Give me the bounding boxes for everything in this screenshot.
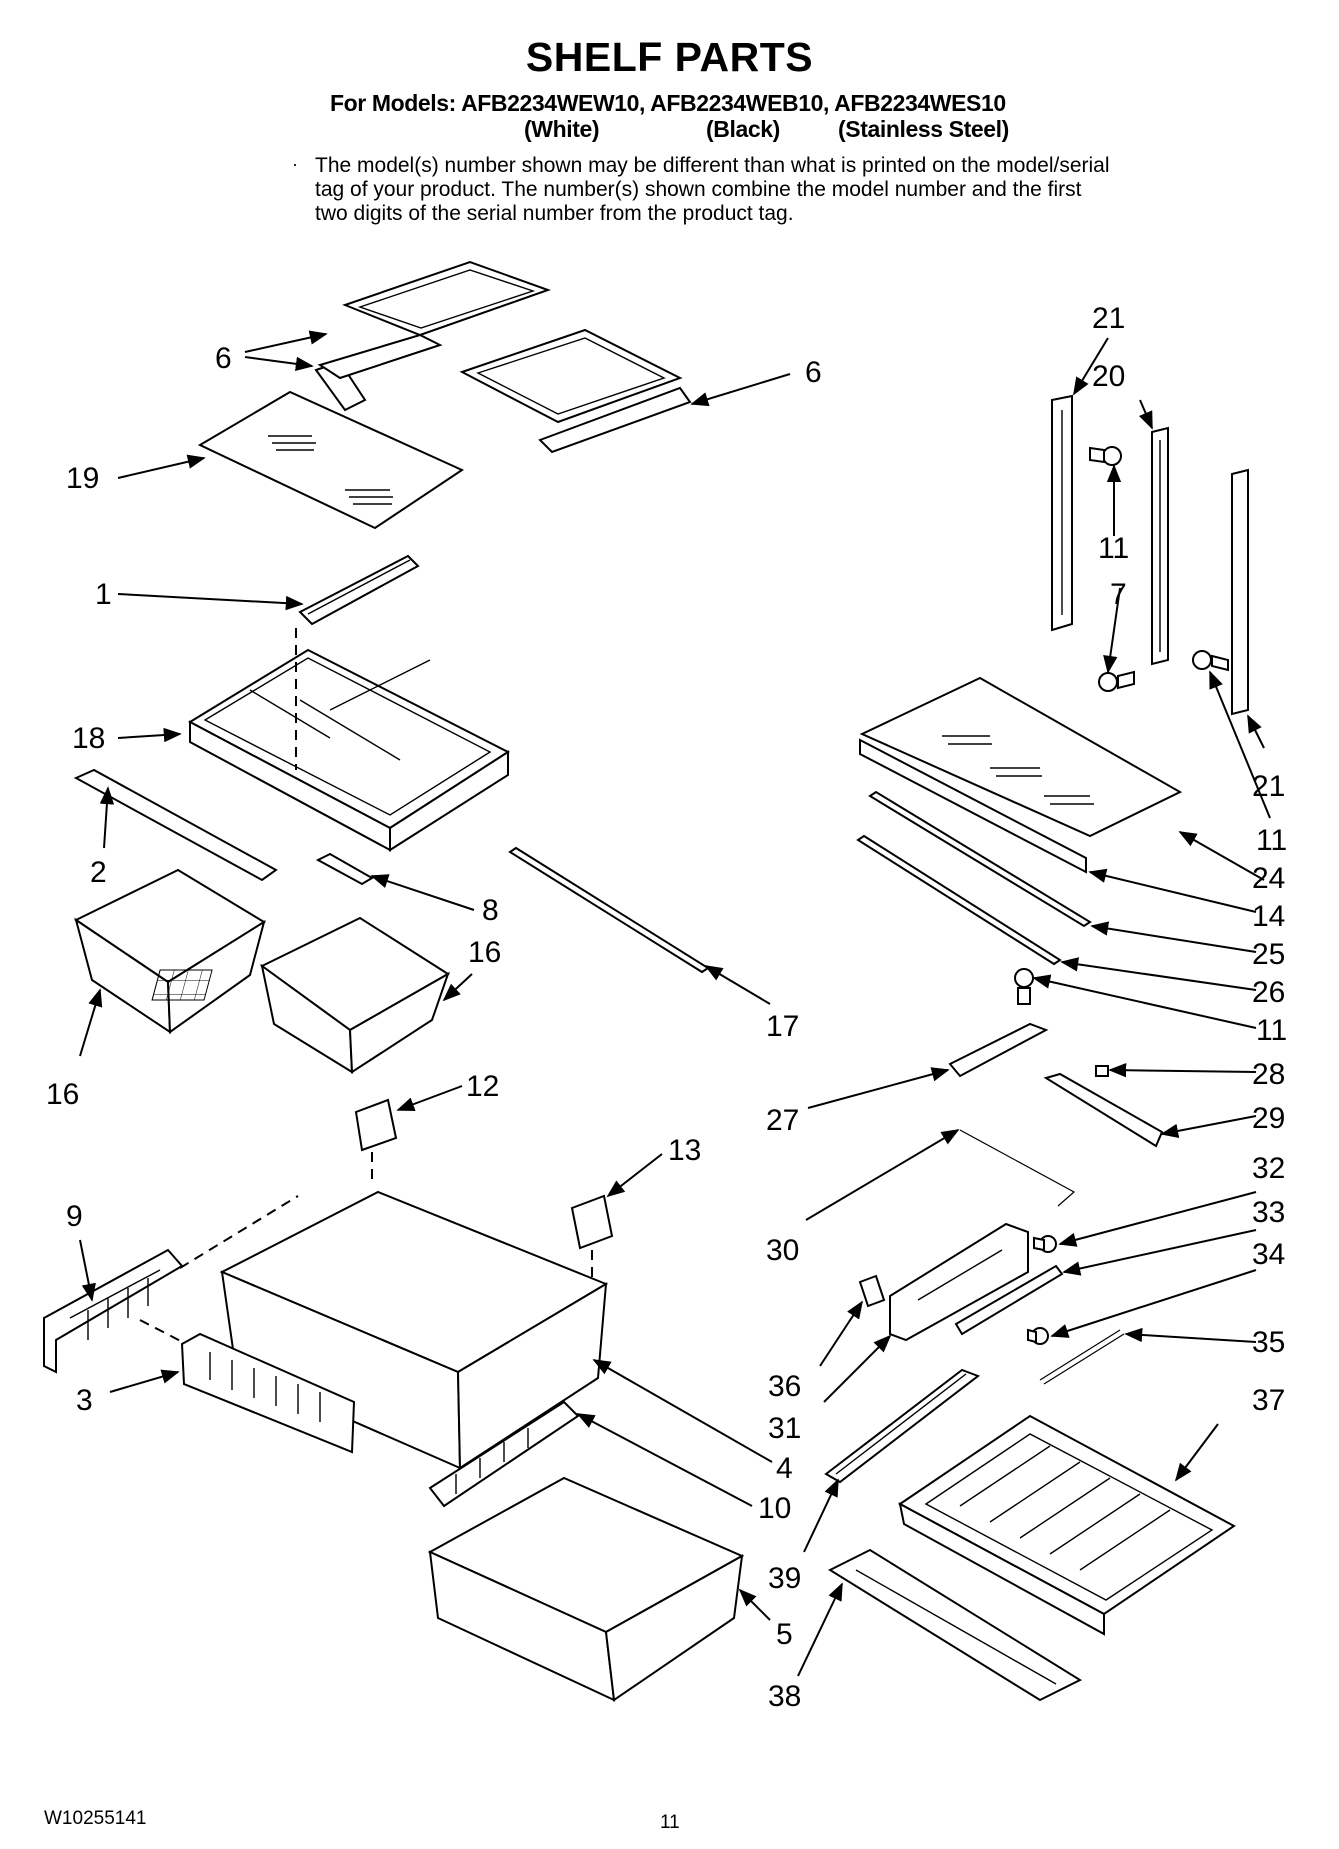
callout-25: 25 (1252, 938, 1285, 971)
part-34-screw (1027, 1327, 1049, 1345)
callout-39: 39 (768, 1562, 801, 1595)
part-5-lower-basket (427, 1476, 745, 1702)
part-29-support (1043, 1072, 1164, 1148)
callout-6-right: 6 (805, 356, 822, 389)
part-16-crisper-drawer-left (74, 868, 266, 1034)
callout-36: 36 (768, 1370, 801, 1403)
part-25-strip (868, 790, 1092, 928)
part-18-crisper-cover (187, 648, 511, 852)
callout-1: 1 (95, 578, 112, 611)
callout-31: 31 (768, 1412, 801, 1445)
part-11-screw-right (1192, 650, 1229, 672)
part-6-shelf-frame-center (459, 328, 692, 454)
callout-34: 34 (1252, 1238, 1285, 1271)
part-31-housing (889, 1222, 1029, 1342)
part-20-shelf-rail-right (1151, 426, 1169, 666)
part-3-front-panel (180, 1332, 356, 1454)
part-26-strip (856, 834, 1062, 966)
callout-16-right: 16 (468, 936, 501, 969)
part-16-crisper-drawer-right (151, 916, 450, 1074)
callout-27: 27 (766, 1104, 799, 1137)
page-number: 11 (660, 1812, 680, 1833)
callout-4: 4 (776, 1452, 793, 1485)
part-21-shelf-rail-far (1231, 468, 1249, 716)
callout-12: 12 (466, 1070, 499, 1103)
part-36-tab (858, 1274, 886, 1308)
callout-21-bottom: 21 (1252, 770, 1285, 803)
part-7-screw (1098, 670, 1135, 692)
leader-lines (79, 330, 1271, 1677)
part-19-glass-shelf (197, 390, 465, 530)
document-number: W10255141 (44, 1808, 147, 1829)
part-24-glass-shelf (859, 676, 1183, 838)
callout-11-top: 11 (1098, 532, 1129, 565)
callout-9: 9 (66, 1200, 83, 1233)
part-11-screw-top (1089, 446, 1122, 466)
part-30-wire (959, 1129, 1076, 1207)
callout-5: 5 (776, 1618, 793, 1651)
callout-17: 17 (766, 1010, 799, 1043)
callout-14: 14 (1252, 900, 1285, 933)
part-9-basket-end (43, 1248, 184, 1374)
part-8-clip (315, 852, 374, 886)
model-note: The model(s) number shown may be differe… (315, 154, 1110, 225)
callout-20: 20 (1092, 360, 1125, 393)
callout-6-left: 6 (215, 342, 232, 375)
note-bullet: · (292, 154, 298, 174)
part-39-rail (824, 1368, 981, 1484)
part-11-screw-mid (1014, 968, 1034, 1005)
part-38-trim (827, 1548, 1083, 1702)
callout-11-mid: 11 (1256, 1014, 1287, 1047)
models-line: For Models: AFB2234WEW10, AFB2234WEB10, … (330, 90, 1006, 116)
callout-11-right: 11 (1256, 824, 1287, 857)
callout-28: 28 (1252, 1058, 1285, 1091)
part-21-shelf-rail-left (1051, 394, 1073, 632)
callout-18: 18 (72, 722, 105, 755)
part-13-clip (570, 1194, 614, 1250)
callout-37: 37 (1252, 1384, 1285, 1417)
callout-3: 3 (76, 1384, 93, 1417)
callout-21-top: 21 (1092, 302, 1125, 335)
part-1-divider-rail (298, 554, 420, 626)
part-33-bar (954, 1264, 1064, 1336)
callout-16-left: 16 (46, 1078, 79, 1111)
callout-33: 33 (1252, 1196, 1285, 1229)
page-title: SHELF PARTS (525, 34, 814, 80)
callout-labels: 6 6 19 1 18 2 8 16 16 17 12 13 9 3 4 10 … (46, 302, 1287, 1713)
callout-13: 13 (668, 1134, 701, 1167)
callout-30: 30 (766, 1234, 799, 1267)
callout-29: 29 (1252, 1102, 1285, 1135)
part-37-pan (898, 1414, 1236, 1636)
callout-10: 10 (758, 1492, 791, 1525)
callout-24: 24 (1252, 862, 1285, 895)
variant-white: (White) (524, 116, 600, 142)
part-17-seal (508, 846, 710, 974)
callout-38: 38 (768, 1680, 801, 1713)
variant-stainless: (Stainless Steel) (838, 116, 1009, 142)
part-35-cable (1039, 1329, 1125, 1385)
part-14-shelf-trim (859, 738, 1087, 874)
callout-26: 26 (1252, 976, 1285, 1009)
callout-32: 32 (1252, 1152, 1285, 1185)
part-27-bracket (948, 1022, 1049, 1078)
callout-19: 19 (66, 462, 99, 495)
part-28-clip (1095, 1065, 1109, 1077)
variant-black: (Black) (706, 116, 780, 142)
part-4-wire-basket (219, 1190, 609, 1470)
callout-35: 35 (1252, 1326, 1285, 1359)
callout-2: 2 (90, 856, 107, 889)
part-6-shelf-frame-left (314, 260, 551, 412)
callout-7: 7 (1110, 578, 1127, 611)
part-2-rail (73, 768, 278, 882)
part-12-clip (354, 1098, 398, 1152)
callout-8: 8 (482, 894, 499, 927)
part-32-screw (1033, 1235, 1057, 1253)
